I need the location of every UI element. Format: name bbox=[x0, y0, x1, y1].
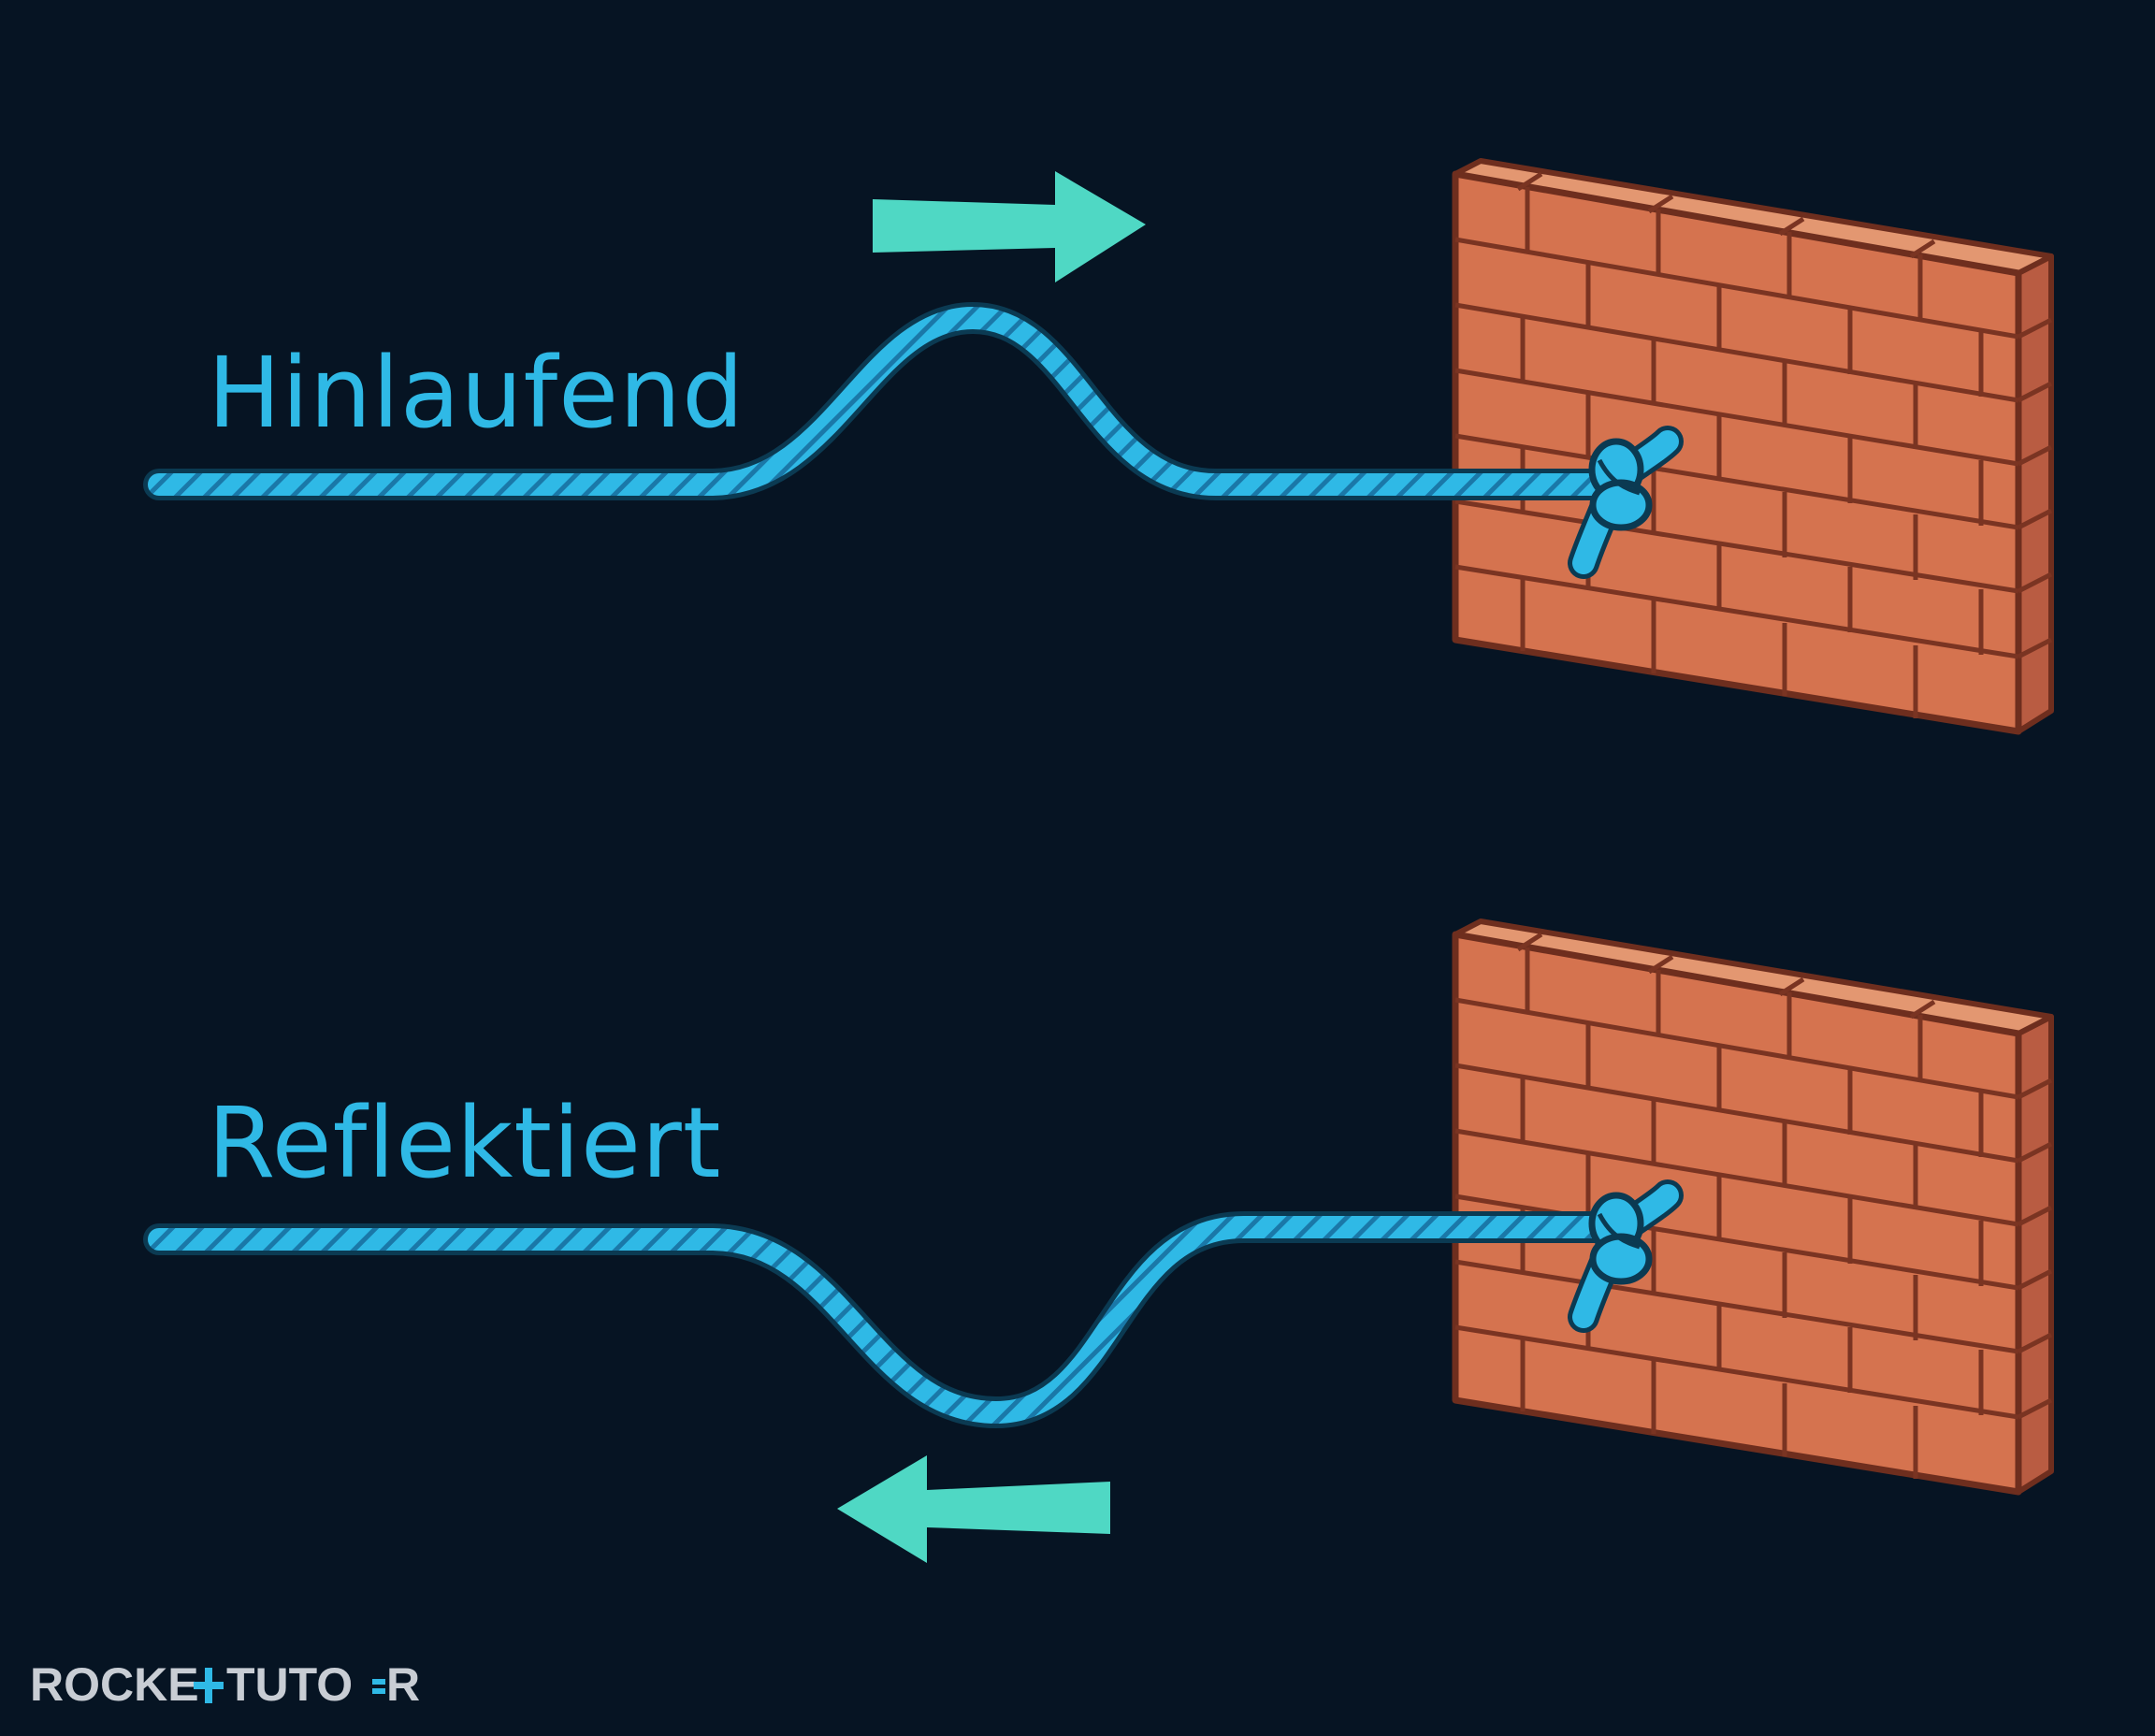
reflected-label: Reflektiert bbox=[208, 1086, 721, 1200]
logo-part-2: TUTO bbox=[226, 1658, 353, 1711]
svg-text:ROCKE: ROCKE bbox=[30, 1658, 199, 1711]
logo-part-1: ROCKE bbox=[30, 1658, 199, 1711]
reflected-rope bbox=[143, 1211, 1625, 1429]
incident-rope bbox=[143, 301, 1625, 500]
svg-text:R: R bbox=[386, 1658, 420, 1711]
svg-text:TUTO: TUTO bbox=[226, 1658, 353, 1711]
bottom-wall bbox=[1455, 921, 2051, 1492]
arrow-right-icon bbox=[873, 171, 1146, 282]
logo-part-3: R bbox=[386, 1658, 420, 1711]
arrow-left-icon bbox=[837, 1455, 1110, 1563]
top-wall bbox=[1455, 161, 2051, 731]
logo-plus-icon bbox=[194, 1668, 224, 1703]
logo-dash-icon bbox=[372, 1679, 385, 1694]
rocket-tutor-logo: ROCKE TUTO R bbox=[30, 1658, 420, 1711]
incident-label: Hinlaufend bbox=[208, 336, 745, 450]
